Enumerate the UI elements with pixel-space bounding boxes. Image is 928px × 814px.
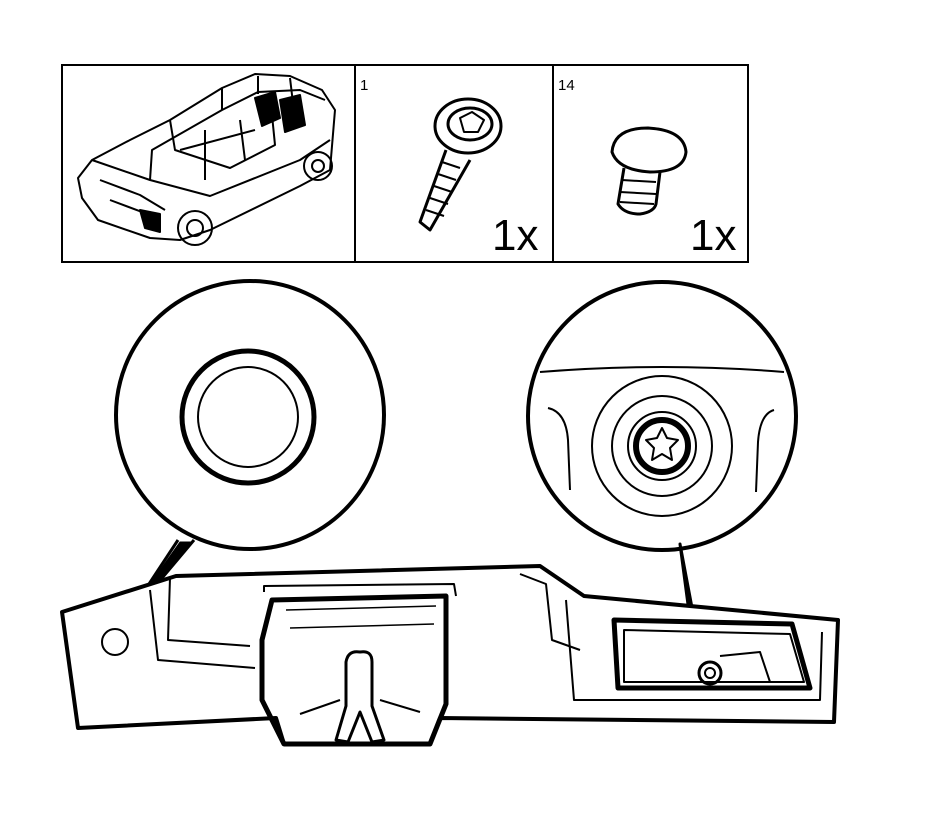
parts-panel-frame: [61, 64, 749, 263]
torx-screw-detail-icon: [526, 280, 798, 652]
tailgate-lock-striker-panel-icon: [60, 564, 840, 747]
parts-panel: [61, 64, 749, 263]
part-number-14: 14: [558, 77, 575, 94]
car-body-frame-icon: [77, 73, 336, 246]
mushroom-clip-icon: [610, 126, 688, 216]
part-quantity-1: 1x: [492, 211, 538, 260]
torx-screw-icon: [418, 97, 503, 232]
part-number-1: 1: [360, 77, 368, 94]
part-quantity-14: 1x: [690, 211, 736, 260]
